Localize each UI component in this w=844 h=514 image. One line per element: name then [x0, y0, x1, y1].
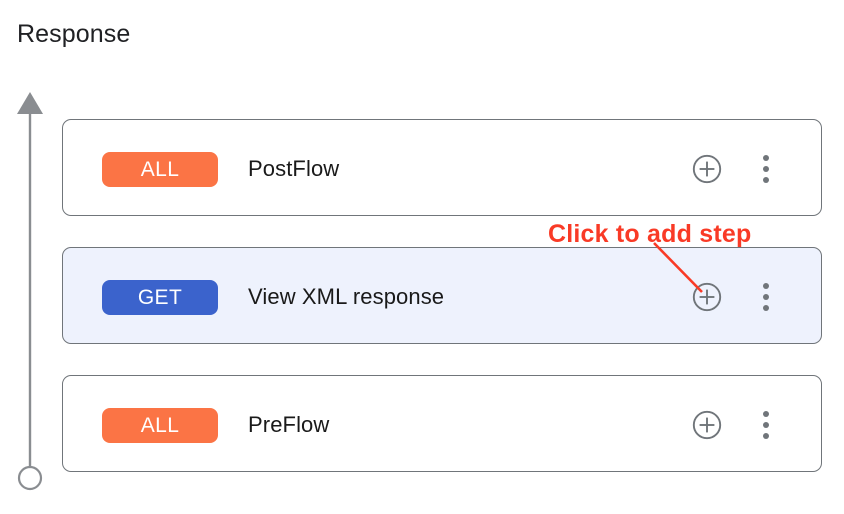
method-badge-all: ALL [102, 152, 218, 187]
menu-dot [763, 155, 769, 161]
flow-step-card-postflow[interactable]: ALL PostFlow [62, 119, 822, 216]
step-name-postflow: PostFlow [248, 156, 340, 181]
card-inner: ALL PreFlow [63, 376, 821, 471]
add-step-button-postflow[interactable] [692, 154, 722, 184]
page-title: Response [17, 20, 131, 48]
method-badge-all: ALL [102, 408, 218, 443]
flow-direction-arrow [17, 92, 43, 491]
method-badge-get: GET [102, 280, 218, 315]
add-step-button-preflow[interactable] [692, 410, 722, 440]
more-vert-icon-viewxml[interactable] [755, 281, 777, 313]
menu-dot [763, 411, 769, 417]
add-step-button-viewxml[interactable] [692, 282, 722, 312]
step-name-viewxml: View XML response [248, 284, 445, 309]
step-name-preflow: PreFlow [248, 412, 330, 437]
more-vert-icon-postflow[interactable] [755, 153, 777, 185]
flow-step-card-viewxml[interactable]: GET View XML response [62, 247, 822, 344]
card-inner: GET View XML response [63, 248, 821, 343]
menu-dot [763, 433, 769, 439]
menu-dot [763, 294, 769, 300]
flow-step-card-preflow[interactable]: ALL PreFlow [62, 375, 822, 472]
menu-dot [763, 166, 769, 172]
menu-dot [763, 422, 769, 428]
menu-dot [763, 283, 769, 289]
menu-dot [763, 305, 769, 311]
menu-dot [763, 177, 769, 183]
more-vert-icon-preflow[interactable] [755, 409, 777, 441]
card-inner: ALL PostFlow [63, 120, 821, 215]
annotation-label: Click to add step [548, 220, 752, 248]
